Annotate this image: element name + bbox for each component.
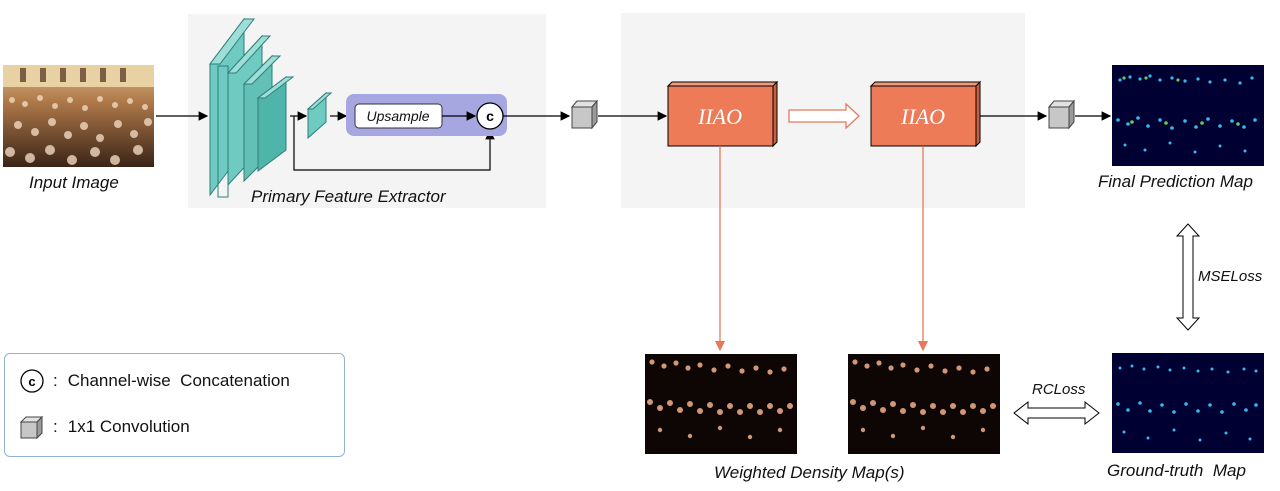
iiao-block-1 xyxy=(666,80,779,148)
legend: c : Channel-wise Concatenation : 1x1 Con… xyxy=(4,353,345,457)
conv-cube-1 xyxy=(570,99,599,130)
mse-loss-label: MSELoss xyxy=(1198,268,1263,285)
rc-loss-label: RCLoss xyxy=(1032,381,1086,398)
svg-text:c: c xyxy=(28,374,35,389)
weighted-density-map-1 xyxy=(645,354,797,454)
iiao-flow-arrow xyxy=(788,102,860,130)
weighted-density-map-2 xyxy=(848,354,1000,454)
primary-feature-extractor-label: Primary Feature Extractor xyxy=(251,187,446,206)
concat-symbol-icon: c xyxy=(20,369,44,393)
final-prediction-map xyxy=(1112,65,1264,166)
upsample-label: Upsample xyxy=(366,108,429,124)
iiao-2-label: IIAO xyxy=(900,104,945,129)
legend-concat-text: Channel-wise Concatenation xyxy=(67,371,290,390)
legend-concat-row: c : Channel-wise Concatenation xyxy=(19,368,290,394)
input-image-label: Input Image xyxy=(29,173,119,192)
conv-cube-icon xyxy=(19,415,44,440)
concat-symbol-text: c xyxy=(486,108,494,124)
final-prediction-map-label: Final Prediction Map xyxy=(1098,172,1253,191)
legend-concat-colon: : xyxy=(53,371,58,390)
iiao-block-2 xyxy=(869,80,982,148)
rc-loss-arrow xyxy=(1013,400,1100,426)
conv-blocks xyxy=(208,17,333,198)
conv-cube-2 xyxy=(1047,99,1076,130)
legend-conv-row: : 1x1 Convolution xyxy=(19,414,190,440)
weighted-density-maps-label: Weighted Density Map(s) xyxy=(714,463,905,482)
legend-conv-colon: : xyxy=(53,417,58,436)
iiao-1-label: IIAO xyxy=(697,104,742,129)
ground-truth-map xyxy=(1112,353,1264,453)
mse-loss-arrow xyxy=(1175,223,1201,331)
skip-connection-arrow xyxy=(293,116,495,171)
input-image xyxy=(3,65,154,167)
ground-truth-map-label: Ground-truth Map xyxy=(1107,461,1246,480)
legend-conv-text: 1x1 Convolution xyxy=(67,417,190,436)
